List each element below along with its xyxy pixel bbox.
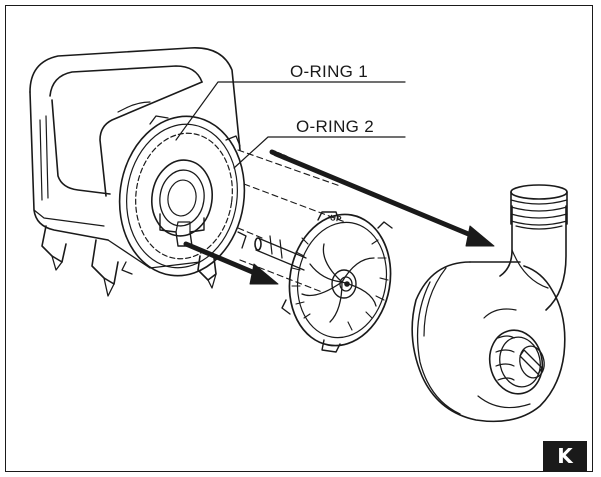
oring1-label: O-RING 1 — [290, 62, 368, 81]
assembly-arrows — [183, 149, 495, 285]
label-leaders — [175, 81, 406, 169]
oring2-label: O-RING 2 — [296, 117, 374, 136]
figure-letter-badge: K — [543, 441, 587, 471]
motor-housing — [29, 47, 247, 297]
impeller-up-mark: UP — [329, 213, 343, 224]
volute-housing — [411, 184, 568, 423]
impeller — [254, 211, 393, 353]
